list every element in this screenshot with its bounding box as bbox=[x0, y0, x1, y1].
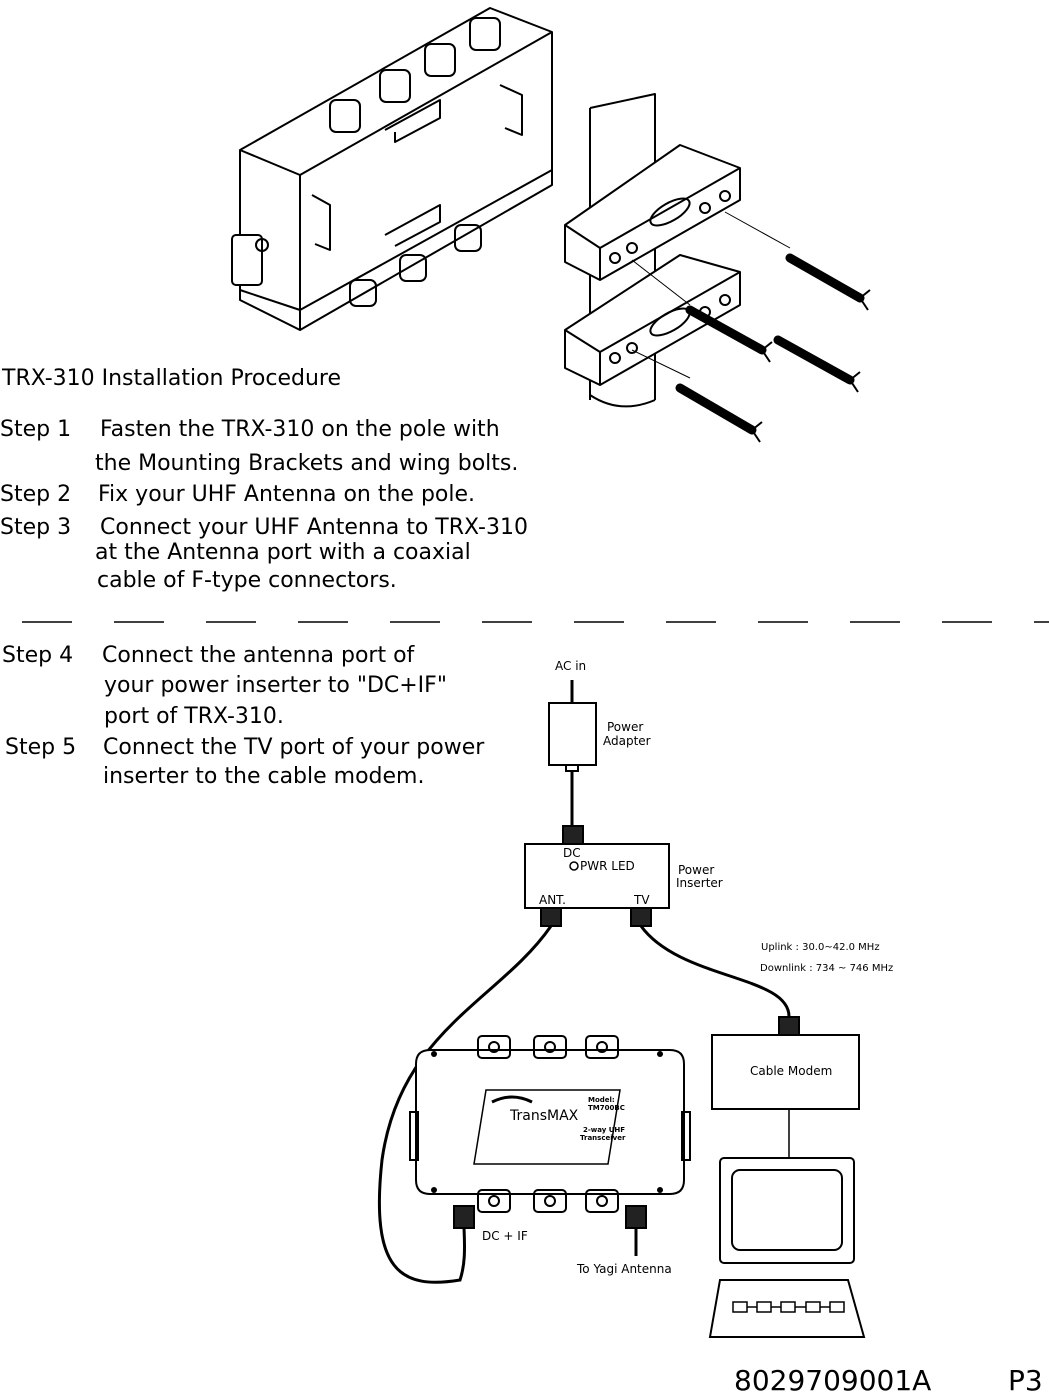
step-1-line-2: the Mounting Brackets and wing bolts. bbox=[95, 451, 519, 476]
step-2-line-1: Fix your UHF Antenna on the pole. bbox=[98, 482, 476, 507]
page-number: P3 bbox=[1008, 1364, 1043, 1397]
trx-310-enclosure-drawing bbox=[231, 7, 553, 331]
power-adapter-label-1: Power bbox=[607, 720, 644, 734]
upper-mounting-bracket bbox=[564, 144, 741, 281]
computer-monitor bbox=[719, 1157, 855, 1264]
step-3-label: Step 3 bbox=[0, 515, 72, 540]
step-4-line-1: Connect the antenna port of bbox=[102, 643, 415, 668]
document-number: 8029709001A bbox=[734, 1364, 932, 1397]
product-line: 2-way UHF bbox=[583, 1126, 626, 1134]
ant-port-label: ANT. bbox=[539, 893, 566, 907]
transmax-unit-drawing bbox=[409, 1035, 691, 1213]
step-1-label: Step 1 bbox=[0, 417, 72, 442]
power-inserter-label-2: Inserter bbox=[676, 876, 723, 890]
document-title: TRX-310 Installation Procedure bbox=[2, 366, 342, 391]
power-adapter-label-2: Adapter bbox=[603, 734, 651, 748]
step-1-line-1: Fasten the TRX-310 on the pole with bbox=[100, 417, 500, 442]
lower-mounting-bracket bbox=[564, 254, 741, 386]
cable-modem-box bbox=[711, 1034, 860, 1110]
step-3-line-3: cable of F-type connectors. bbox=[97, 568, 397, 593]
to-yagi-antenna-label: To Yagi Antenna bbox=[577, 1262, 672, 1276]
cable-modem-label: Cable Modem bbox=[750, 1064, 833, 1078]
power-inserter-label-1: Power bbox=[678, 863, 715, 877]
step-4-label: Step 4 bbox=[2, 643, 74, 668]
dc-if-label: DC + IF bbox=[482, 1229, 528, 1243]
power-inserter-box bbox=[524, 843, 670, 909]
step-3-line-1: Connect your UHF Antenna to TRX-310 bbox=[100, 515, 528, 540]
wing-bolts bbox=[675, 253, 865, 435]
product-type: Transceiver bbox=[580, 1134, 626, 1142]
dc-label: DC bbox=[563, 846, 581, 860]
uplink-frequency: Uplink : 30.0~42.0 MHz bbox=[761, 942, 880, 953]
step-3-line-2: at the Antenna port with a coaxial bbox=[95, 540, 471, 565]
model-label: Model: bbox=[588, 1096, 615, 1104]
model-value: TM700BC bbox=[588, 1104, 625, 1112]
pwr-led-label: PWR LED bbox=[580, 859, 635, 873]
computer-keyboard bbox=[708, 1279, 866, 1338]
step-2-label: Step 2 bbox=[0, 482, 72, 507]
tv-port-label: TV bbox=[634, 893, 650, 907]
transmax-brand: TransMAX bbox=[510, 1108, 579, 1124]
step-4-line-3: port of TRX-310. bbox=[104, 704, 284, 729]
step-4-line-2: your power inserter to "DC+IF" bbox=[104, 673, 447, 698]
downlink-frequency: Downlink : 734 ~ 746 MHz bbox=[760, 963, 894, 974]
step-5-line-2: inserter to the cable modem. bbox=[103, 764, 425, 789]
power-adapter-box bbox=[548, 702, 597, 766]
step-5-line-1: Connect the TV port of your power bbox=[103, 735, 485, 760]
ac-in-label: AC in bbox=[555, 659, 587, 673]
step-5-label: Step 5 bbox=[5, 735, 77, 760]
